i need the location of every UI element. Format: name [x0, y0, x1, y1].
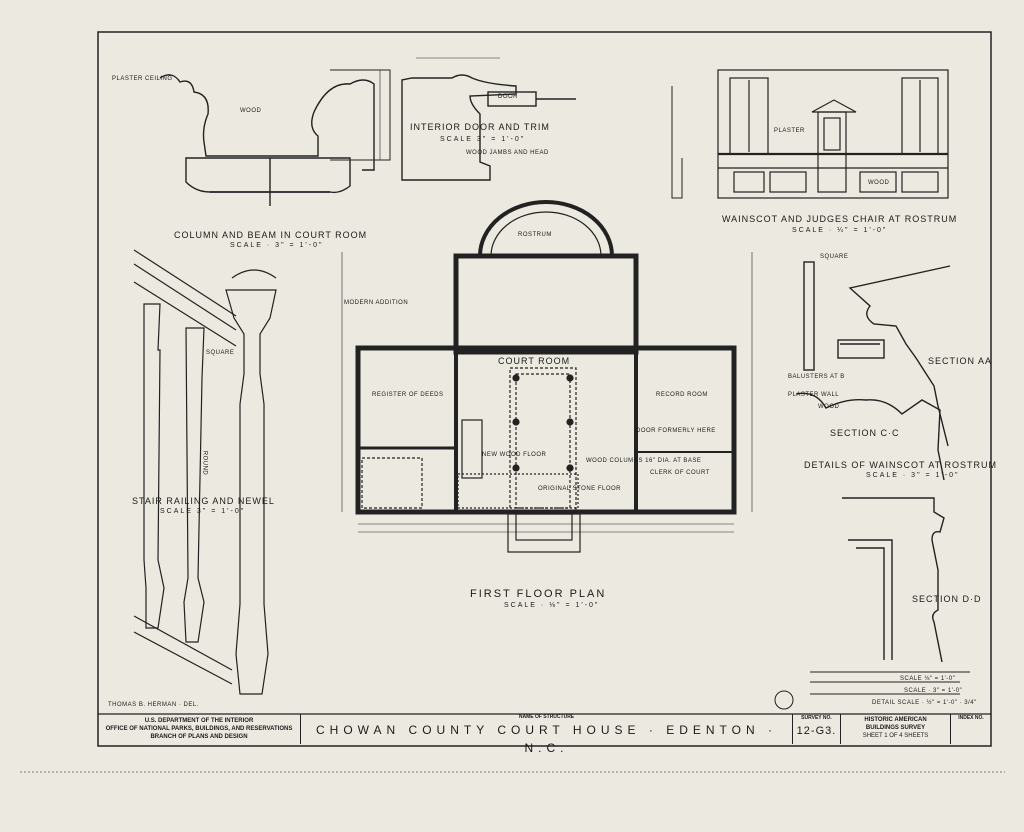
- floor-plan-scale: SCALE · ⅛" = 1'-0": [504, 602, 600, 609]
- title-block-habs: HISTORIC AMERICAN BUILDINGS SURVEY SHEET…: [840, 714, 950, 744]
- section-cc-label: SECTION C·C: [830, 428, 900, 438]
- title-block-index: INDEX NO.: [950, 714, 991, 744]
- scale-bar-2: SCALE · 3" = 1'-0": [904, 688, 963, 694]
- name-of-structure-label: NAME OF STRUCTURE: [518, 714, 575, 720]
- details-scale: SCALE · 3" = 1'-0": [866, 472, 960, 479]
- habs-line-2: BUILDINGS SURVEY: [865, 725, 926, 731]
- agency-line-2: OFFICE OF NATIONAL PARKS, BUILDINGS, AND…: [105, 726, 293, 732]
- survey-number: 12-G3.: [796, 725, 837, 737]
- stair-railing-detail: [133, 249, 277, 695]
- sections-square-label: SQUARE: [820, 254, 849, 260]
- wainscot-chair-title: WAINSCOT AND JUDGES CHAIR AT ROSTRUM: [722, 214, 958, 224]
- agency-line-1: U.S. DEPARTMENT OF THE INTERIOR: [144, 718, 254, 724]
- section-aa-label: SECTION AA: [928, 356, 993, 366]
- stair-square-label: SQUARE: [206, 350, 235, 356]
- clerk-label: CLERK OF COURT: [650, 470, 710, 476]
- wood-columns-label: WOOD COLUMNS 16" DIA. AT BASE: [586, 458, 702, 464]
- wainscot-wood-label: WOOD: [868, 180, 890, 186]
- agency-line-3: BRANCH OF PLANS AND DESIGN: [150, 734, 248, 740]
- sheet-count: SHEET 1 OF 4 SHEETS: [862, 733, 929, 739]
- column-beam-scale: SCALE · 3" = 1'-0": [230, 242, 324, 249]
- scale-bar-1: SCALE ⅛" = 1'-0": [900, 676, 956, 682]
- modern-addition-label: MODERN ADDITION: [344, 300, 409, 306]
- plaster-wall-label: PLASTER WALL: [788, 392, 840, 398]
- structure-name: CHOWAN COUNTY COURT HOUSE · EDENTON · N.…: [315, 723, 778, 755]
- interior-door-title: INTERIOR DOOR AND TRIM: [410, 122, 550, 132]
- wainscot-elevation: [671, 69, 949, 199]
- interior-door-scale: SCALE 3" = 1'-0": [440, 136, 526, 143]
- graphic-scale: [774, 671, 970, 710]
- delineator: THOMAS B. HERMAN · DEL.: [108, 702, 199, 708]
- scale-bar-3: DETAIL SCALE · ½" = 1'-0" · 3/4": [872, 700, 977, 706]
- stair-scale: SCALE 3" = 1'-0": [160, 508, 246, 515]
- rostrum-label: ROSTRUM: [518, 232, 552, 238]
- stair-title: STAIR RAILING AND NEWEL: [132, 496, 275, 506]
- jambs-label: WOOD JAMBS AND HEAD: [466, 150, 549, 156]
- plaster-ceiling-label: PLASTER CEILING: [112, 76, 173, 82]
- record-room-label: RECORD ROOM: [656, 392, 708, 398]
- interior-door-detail: [401, 57, 576, 181]
- habs-line-1: HISTORIC AMERICAN: [864, 717, 927, 723]
- orig-floor-label: ORIGINAL STONE FLOOR: [538, 486, 622, 492]
- plaster-label: PLASTER: [774, 128, 805, 134]
- wood-label: WOOD: [240, 108, 262, 114]
- column-beam-detail: [159, 69, 391, 206]
- door-formerly-label: DOOR FORMERLY HERE: [636, 428, 716, 434]
- stair-round-label: ROUND: [201, 450, 208, 476]
- sections-wood-label: WOOD: [818, 404, 840, 410]
- section-dd-label: SECTION D·D: [912, 594, 982, 604]
- wainscot-chair-scale: SCALE · ¼" = 1'-0": [792, 227, 888, 234]
- survey-no-label: SURVEY NO.: [801, 715, 832, 721]
- details-title: DETAILS OF WAINSCOT AT ROSTRUM: [804, 460, 998, 470]
- title-block-structure: NAME OF STRUCTURE CHOWAN COUNTY COURT HO…: [300, 714, 792, 755]
- title-block-agency: U.S. DEPARTMENT OF THE INTERIOR OFFICE O…: [98, 714, 300, 744]
- column-beam-title: COLUMN AND BEAM IN COURT ROOM: [174, 230, 368, 240]
- balusters-label: BALUSTERS AT B: [788, 374, 845, 380]
- door-label: DOOR: [498, 94, 518, 100]
- court-room-label: COURT ROOM: [498, 356, 571, 366]
- wainscot-sections: [795, 261, 951, 663]
- index-no-label: INDEX NO.: [958, 715, 984, 721]
- floor-plan: [341, 200, 753, 553]
- new-floor-label: NEW WOOD FLOOR: [482, 452, 547, 458]
- floor-plan-title: FIRST FLOOR PLAN: [470, 588, 607, 600]
- title-block-survey: SURVEY NO. 12-G3.: [792, 714, 840, 744]
- register-label: REGISTER OF DEEDS: [372, 392, 444, 398]
- sheet-border: [97, 31, 992, 747]
